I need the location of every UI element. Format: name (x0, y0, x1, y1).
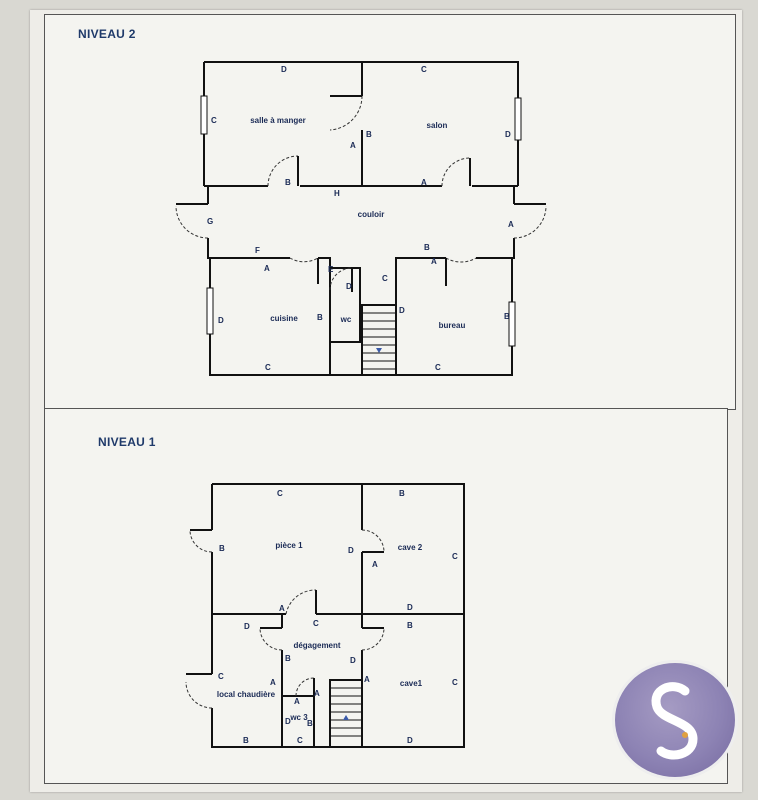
level-2-door-leaves (176, 95, 546, 292)
wall-letter: A (364, 675, 370, 684)
level-1-title: NIVEAU 1 (98, 435, 156, 449)
room-label: wc 3 (289, 713, 308, 722)
level-2-windows (200, 95, 522, 347)
level-2-door-swings (175, 95, 547, 291)
wall-letter: B (399, 489, 405, 498)
wall-letter: D (281, 65, 287, 74)
level-2-stair-treads (362, 312, 396, 370)
wall-letter: A (421, 178, 427, 187)
room-label: wc (340, 315, 352, 324)
wall-letter: A (508, 220, 514, 229)
room-label: local chaudière (217, 690, 276, 699)
room-label: cuisine (270, 314, 298, 323)
wall-letter: D (350, 656, 356, 665)
wall-letter: D (407, 603, 413, 612)
level-1-door-swings (185, 529, 385, 709)
wall-letter: C (421, 65, 427, 74)
wall-letter: C (382, 274, 388, 283)
wall-letter: D (348, 546, 354, 555)
wall-letter: B (219, 544, 225, 553)
room-label: cave 2 (398, 543, 423, 552)
level-2-panel (44, 14, 736, 410)
room-label: cave1 (400, 679, 423, 688)
wall-letter: C (265, 363, 271, 372)
wall-letter: F (255, 246, 260, 255)
wall-letter: B (307, 719, 313, 728)
room-label: couloir (358, 210, 385, 219)
room-label: salle à manger (250, 116, 306, 125)
wall-letter: C (435, 363, 441, 372)
wall-letter: A (270, 678, 276, 687)
wall-letter: B (424, 243, 430, 252)
wall-letter: B (243, 736, 249, 745)
room-label: pièce 1 (275, 541, 303, 550)
wall-letter: D (218, 316, 224, 325)
wall-letter: B (285, 654, 291, 663)
level-2-title: NIVEAU 2 (78, 27, 136, 41)
stair-arrow-icon (343, 715, 349, 720)
stylized-s-logo-icon (612, 660, 738, 780)
wall-letter: B (285, 178, 291, 187)
wall-letter: C (452, 678, 458, 687)
room-label: dégagement (293, 641, 340, 650)
wall-letter: C (313, 619, 319, 628)
wall-letter: C (297, 736, 303, 745)
wall-letter: D (407, 736, 413, 745)
wall-letter: A (264, 264, 270, 273)
wall-letter: C (277, 489, 283, 498)
wall-letter: B (317, 313, 323, 322)
level-1-door-leaves (186, 529, 384, 696)
wall-letter: E (328, 265, 334, 274)
wall-letter: A (372, 560, 378, 569)
wall-letter: G (207, 217, 213, 226)
wall-letter: H (334, 189, 340, 198)
level-1-stair-treads (330, 687, 362, 737)
wall-letter: C (211, 116, 217, 125)
wall-letter: D (505, 130, 511, 139)
wall-letter: B (407, 621, 413, 630)
level-1-walls (211, 483, 465, 748)
wall-letter: A (294, 697, 300, 706)
wall-letter: A (431, 257, 437, 266)
wall-letter: B (504, 312, 510, 321)
wall-letter: C (218, 672, 224, 681)
wall-letter: D (285, 717, 291, 726)
room-label: salon (427, 121, 448, 130)
wall-letter: B (366, 130, 372, 139)
wall-letter: A (350, 141, 356, 150)
wall-letter: A (279, 604, 285, 613)
room-label: bureau (439, 321, 466, 330)
wall-letter: A (314, 689, 320, 698)
wall-letter: C (452, 552, 458, 561)
wall-letter: D (244, 622, 250, 631)
wall-letter: D (399, 306, 405, 315)
wall-letter: D (346, 282, 352, 291)
stair-arrow-icon (376, 348, 382, 353)
